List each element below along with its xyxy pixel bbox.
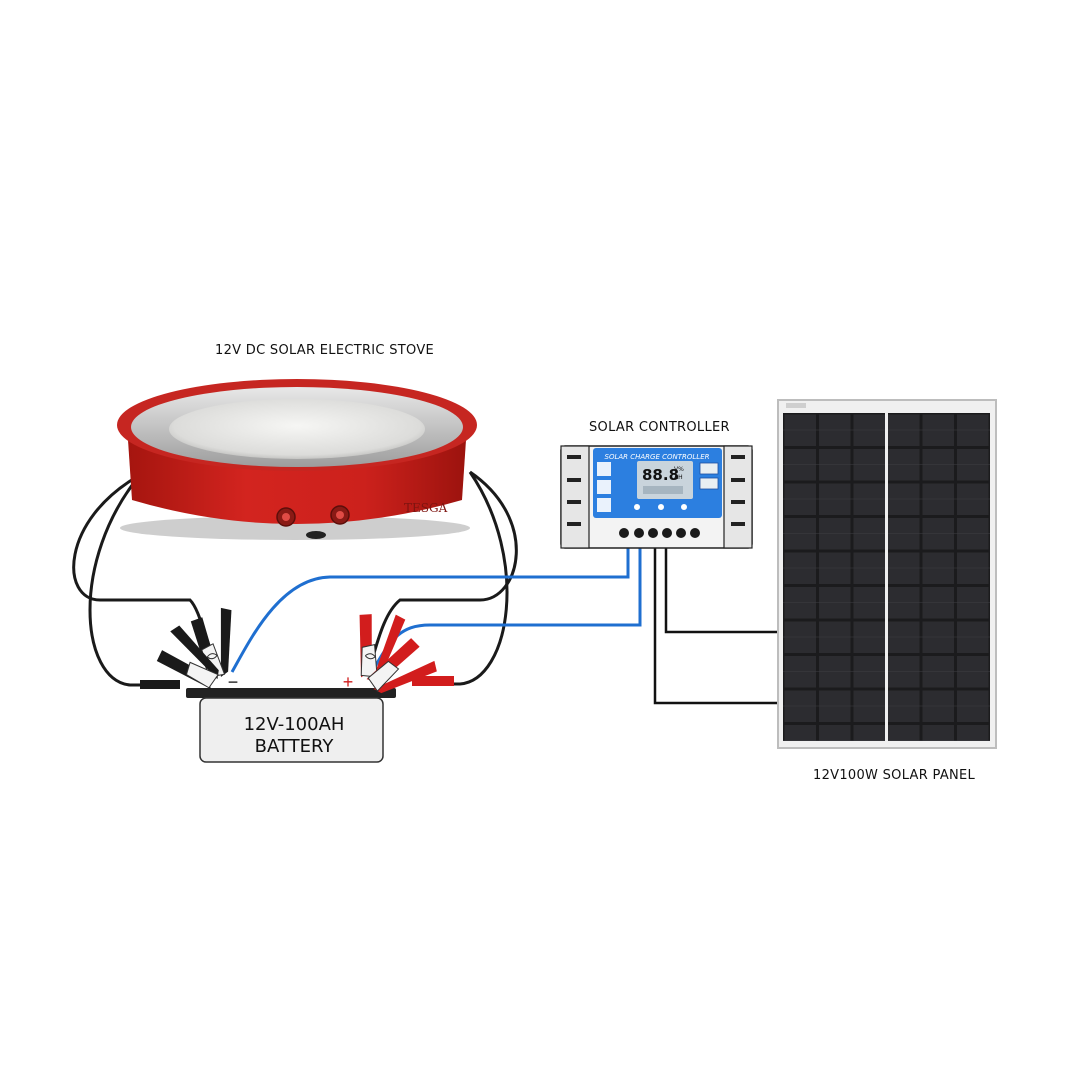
controller-header: SOLAR CHARGE CONTROLLER [605,453,710,461]
negative-clamps [140,607,232,689]
stove-heating-plate [169,399,425,459]
battery-capacity-label: 12V-100AH [244,714,345,735]
stove-cord-right [370,470,518,661]
electric-stove: TESGA [117,379,477,540]
solar-controller: SOLAR CHARGE CONTROLLER 88.8 V% AH [560,445,753,549]
positive-clamps [359,614,454,694]
panel-cables [653,548,778,705]
positive-cable [370,545,642,673]
battery-lid [186,688,396,698]
panel-cable-bottom [653,548,778,705]
controller-label: SOLAR CONTROLLER [589,420,730,435]
red-clamp-upright [359,614,406,679]
controller-lcd-reading: 88.8 [642,466,679,484]
solar-panel-label: 12V100W SOLAR PANEL [813,768,976,783]
stove-label: 12V DC SOLAR ELECTRIC STOVE [215,343,435,358]
black-clamp-side [156,625,219,689]
controller-lcd-unit-bottom: AH [674,474,683,481]
controller-terminal-row [619,528,700,538]
battery-cables [230,545,642,673]
solar-panel [777,399,997,749]
stove-cord-right-loop [420,471,509,686]
stove-brand-mark: TESGA [404,501,448,515]
negative-terminal-mark: − [228,672,239,692]
negative-cable [230,545,630,673]
panel-cable-top [664,548,778,634]
battery-case [199,697,384,763]
battery-type-label: BATTERY [255,736,335,757]
controller-lcd-unit-top: V% [674,466,684,473]
positive-terminal-mark: + [343,672,354,692]
red-clamp-side [366,638,437,694]
battery: 12V-100AH BATTERY − + [186,672,396,763]
stove-cord-left-loop [88,474,180,687]
